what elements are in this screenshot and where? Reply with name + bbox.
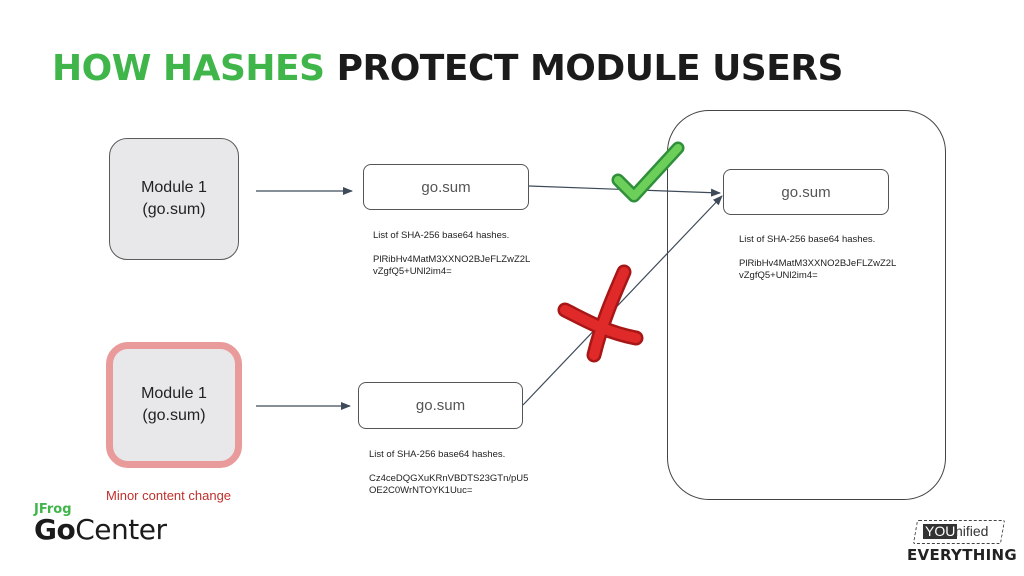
title-rest: PROTECT MODULE USERS [336,48,844,89]
logo-nified: nified [955,523,989,539]
jfrog-wordmark: JFrog [34,502,72,517]
hash-list-title: List of SHA-256 base64 hashes. [369,449,506,460]
hash-list-title: List of SHA-256 base64 hashes. [373,230,510,241]
hash-list-title: List of SHA-256 base64 hashes. [739,234,876,245]
logo-you: YOU [923,523,958,539]
gosum-label: go.sum [781,183,831,201]
title-highlight: HOW HASHES [52,48,325,89]
logo-everything: EVERYTHING [907,546,1017,564]
hash-list-modified: List of SHA-256 base64 hashes. Cz4ceDQGX… [369,449,528,497]
module-name: Module 1 [141,179,207,196]
gosum-box-modified: go.sum [358,382,523,429]
module-original: Module 1 (go.sum) [109,138,239,260]
page-title: HOW HASHES PROTECT MODULE USERS [52,48,843,89]
module-file: (go.sum) [142,407,206,424]
gocenter-wordmark: GoCenter [34,513,167,546]
module-file: (go.sum) [142,201,206,218]
gosum-box-original: go.sum [363,164,529,210]
hash-list-repository: List of SHA-256 base64 hashes. PlRibHv4M… [739,234,896,282]
arrow-modified-gosum-to-repository [522,195,723,406]
hash-value-line: PlRibHv4MatM3XXNO2BJeFLZwZ2L [739,258,897,269]
hash-value-line: Cz4ceDQGXuKRnVBDTS23GTn/pU5 [369,473,529,484]
gosum-label: go.sum [415,397,466,414]
gocenter-logo: JFrog GoCenter [34,502,167,546]
module-modified: Module 1 (go.sum) [106,342,242,468]
module-name: Module 1 [141,385,207,402]
gosum-box-repository: go.sum [723,169,889,215]
hash-value-line: vZgfQ5+UNl2im4= [739,270,818,281]
hash-value-line: vZgfQ5+UNl2im4= [373,266,452,277]
hash-value-line: OE2C0WrNTOYK1Uuc= [369,485,473,496]
x-mark-icon [557,264,644,363]
hash-value-line: PlRibHv4MatM3XXNO2BJeFLZwZ2L [373,254,531,265]
checkmark-icon [611,141,685,203]
unified-everything-logo: YOU nified EVERYTHING [905,520,1017,566]
gosum-label: go.sum [421,178,471,196]
minor-change-caption: Minor content change [106,488,232,503]
hash-list-original: List of SHA-256 base64 hashes. PlRibHv4M… [373,230,530,278]
